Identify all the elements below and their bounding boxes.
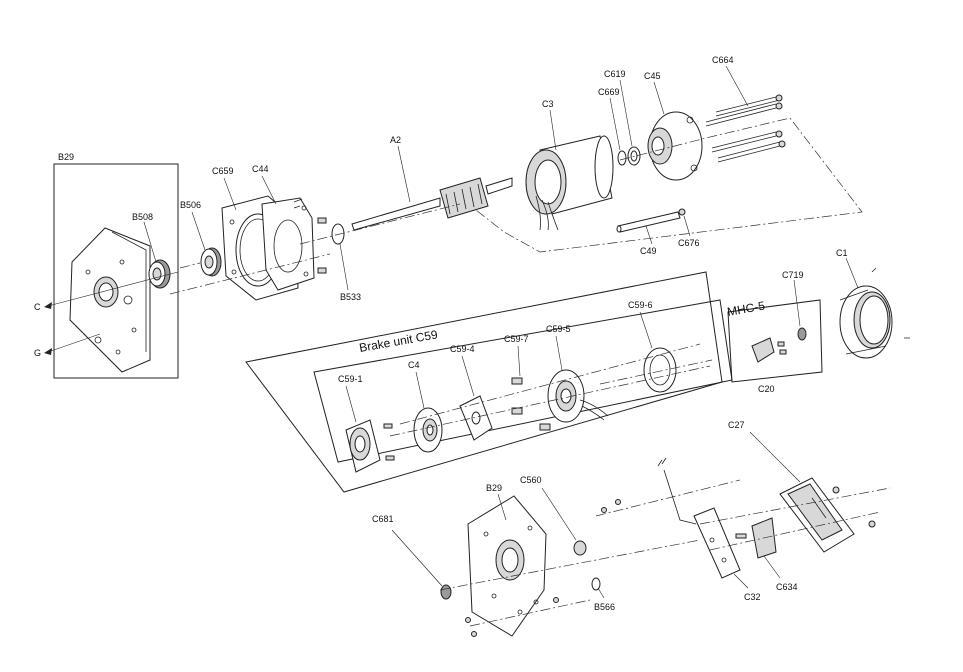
bottom-fasteners — [465, 499, 621, 637]
b29-detail-box: B29 B508 — [53, 152, 179, 379]
bolts-c664 — [705, 94, 786, 163]
terminal-box-c27 — [779, 477, 876, 553]
bearing-b508 — [148, 259, 171, 289]
label-c45: C45 — [644, 71, 661, 81]
label-c3: C3 — [542, 99, 554, 109]
stator-c3 — [525, 135, 614, 231]
brake-disc-c4 — [413, 407, 443, 453]
label-c664: C664 — [712, 55, 734, 65]
rotor-a2 — [351, 177, 513, 231]
brake-part-c59-4 — [459, 395, 493, 441]
ring-c59-6 — [643, 347, 677, 393]
brake-part-c59-1 — [345, 419, 395, 473]
label-b508: B508 — [132, 212, 153, 222]
label-c4: C4 — [408, 360, 420, 370]
label-c676: C676 — [678, 238, 700, 248]
part-c681 — [440, 584, 452, 600]
label-a2: A2 — [390, 135, 401, 145]
washer-c669 — [617, 150, 627, 166]
ring-b533 — [331, 223, 345, 245]
label-c49: C49 — [640, 246, 657, 256]
plate-c44 — [261, 197, 315, 291]
label-c669: C669 — [598, 87, 620, 97]
label-c681: C681 — [372, 514, 394, 524]
label-c59-5: C59-5 — [546, 324, 571, 334]
label-b29-bottom: B29 — [486, 483, 502, 493]
rod-c49 — [616, 211, 681, 233]
bearing-b506 — [200, 247, 222, 277]
label-c560: C560 — [520, 475, 542, 485]
label-b533: B533 — [340, 292, 361, 302]
plate-b29-bottom — [467, 495, 547, 637]
magnet-c59-5 — [547, 369, 609, 423]
washer-c619 — [627, 146, 641, 166]
label-c634: C634 — [776, 582, 798, 592]
label-c619: C619 — [604, 69, 626, 79]
label-c659: C659 — [212, 166, 234, 176]
part-c560 — [573, 540, 587, 556]
label-b506: B506 — [180, 200, 201, 210]
label-c59-6: C59-6 — [628, 300, 653, 310]
label-b566: B566 — [594, 602, 615, 612]
arrow-c: C — [34, 271, 179, 312]
nut-c676 — [678, 208, 686, 216]
label-c32: C32 — [744, 592, 761, 602]
label-c1: C1 — [836, 248, 848, 258]
svg-text:G: G — [34, 348, 41, 358]
label-c20: C20 — [758, 384, 775, 394]
magnet-c719 — [797, 327, 807, 341]
assembly-line-top — [179, 117, 863, 269]
encoder-c20 — [751, 337, 775, 363]
label-c44: C44 — [252, 164, 269, 174]
part-b566 — [591, 577, 601, 591]
mhc5-box: MHC-5 — [726, 299, 823, 383]
cover-c1 — [839, 267, 910, 359]
part-c634 — [735, 517, 777, 559]
label-brake-unit: Brake unit C59 — [358, 327, 439, 355]
svg-text:C: C — [34, 302, 41, 312]
screws-c44 — [293, 198, 327, 274]
bracket-c32 — [657, 457, 741, 579]
label-c719: C719 — [782, 270, 804, 280]
springs-c59-7 — [511, 377, 551, 431]
label-mhc5: MHC-5 — [726, 299, 766, 319]
label-c59-1: C59-1 — [338, 374, 363, 384]
label-c59-7: C59-7 — [504, 334, 529, 344]
label-b29-top: B29 — [58, 152, 74, 162]
label-c59-4: C59-4 — [450, 344, 475, 354]
arrow-g: G — [34, 333, 101, 358]
label-c27: C27 — [728, 420, 745, 430]
